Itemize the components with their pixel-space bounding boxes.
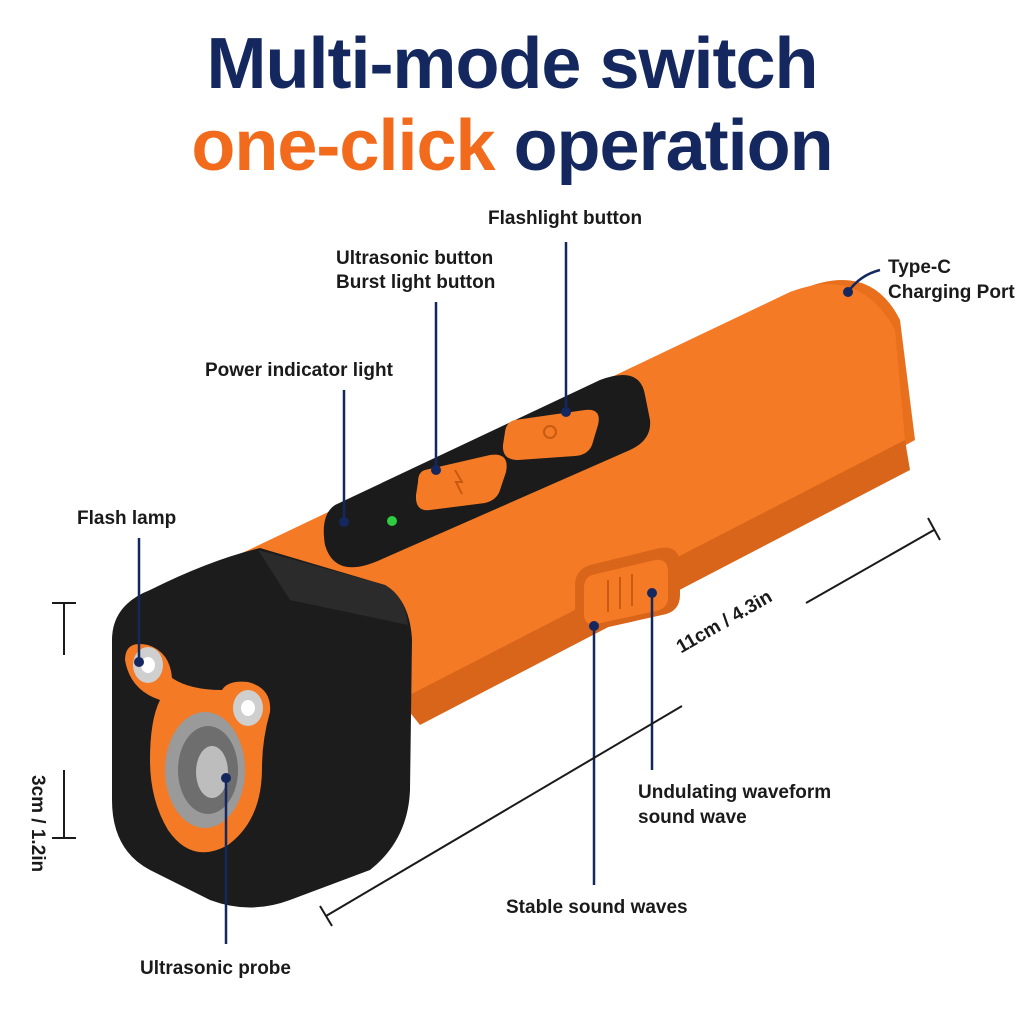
callout-stable-sound-waves: Stable sound waves — [506, 897, 688, 918]
dimension-height: 3cm / 1.2in — [27, 775, 48, 873]
callout-power-indicator: Power indicator light — [205, 360, 393, 381]
callout-flash-lamp: Flash lamp — [77, 508, 177, 529]
callout-sound-wave: sound wave — [638, 807, 747, 828]
callout-charging-port: Charging Port — [888, 282, 1015, 303]
callout-undulating-waveform: Undulating waveform — [638, 782, 832, 803]
mode-slide-switch[interactable] — [575, 547, 680, 631]
callout-lines — [134, 242, 881, 944]
callout-ultrasonic-button: Ultrasonic button — [336, 248, 494, 269]
callout-ultrasonic-probe: Ultrasonic probe — [140, 958, 291, 979]
callout-flashlight-button: Flashlight button — [488, 208, 643, 229]
flashlight-button[interactable] — [502, 409, 599, 460]
headline-line-2: one-click operation — [0, 106, 1024, 186]
headline-accent: one-click — [191, 106, 495, 186]
dimension-lines — [52, 517, 941, 927]
headline-rest: operation — [513, 106, 834, 186]
callout-burst-light-button: Burst light button — [336, 272, 496, 293]
callout-type-c: Type-C — [888, 257, 951, 278]
headline-line-1: Multi-mode switch — [206, 24, 819, 104]
